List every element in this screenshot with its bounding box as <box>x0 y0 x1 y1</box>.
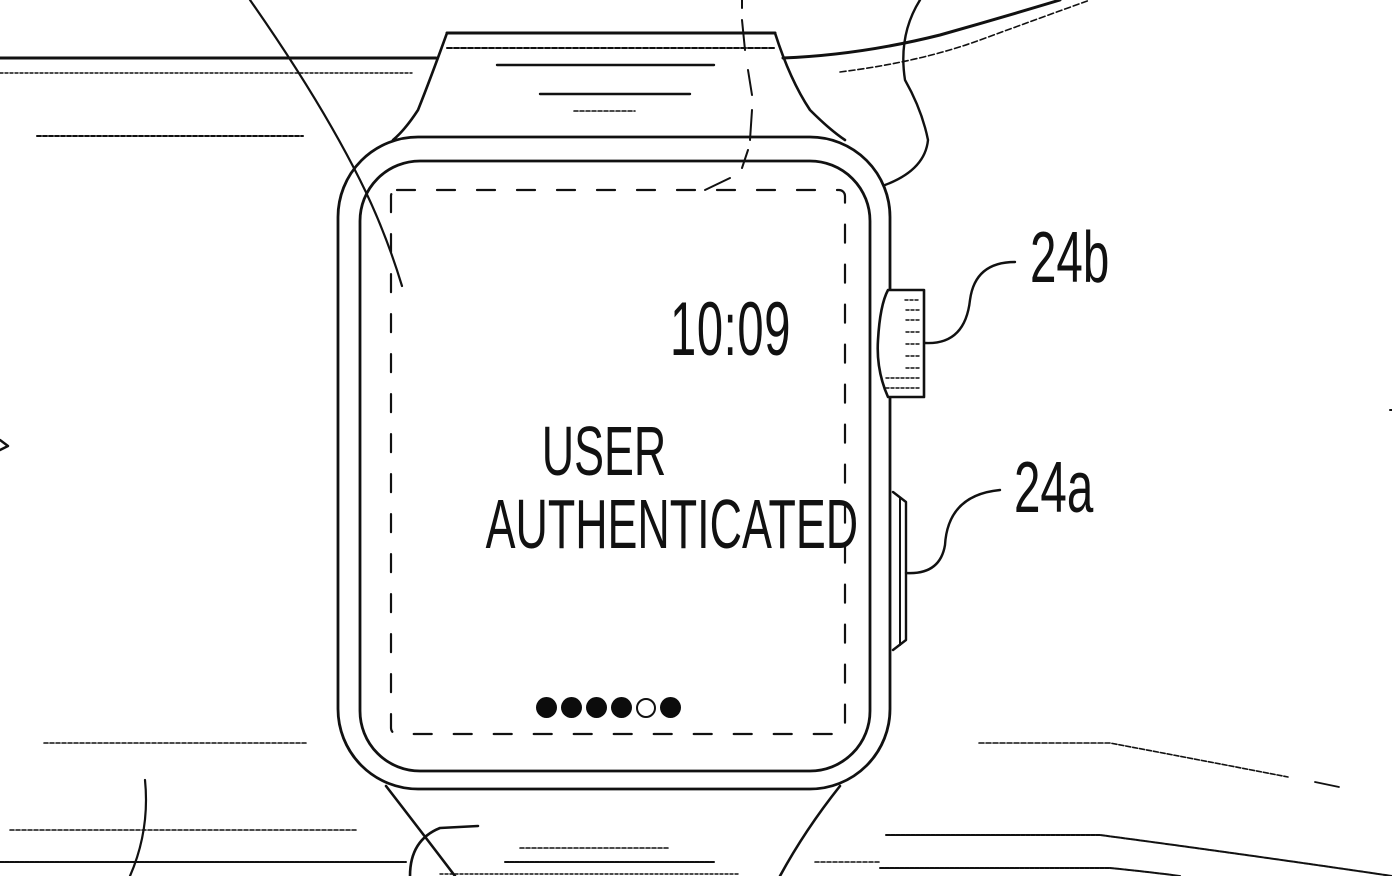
display-boundary <box>389 188 847 736</box>
page-dot-4 <box>611 697 632 718</box>
page-dot-3 <box>586 697 607 718</box>
auth-status-message: USER AUTHENTICATED <box>419 412 859 563</box>
leader-24b <box>923 260 1017 345</box>
page-indicator <box>536 697 681 718</box>
leader-24a <box>904 488 1002 575</box>
page-dot-6 <box>660 697 681 718</box>
crown <box>876 288 926 399</box>
lower-band <box>384 784 842 876</box>
reference-numeral-crown: 24b <box>1030 218 1110 298</box>
auth-message-line-2: AUTHENTICATED <box>485 485 859 563</box>
upper-band <box>391 31 847 142</box>
auth-message-line-1: USER <box>541 412 667 490</box>
leader-lines <box>904 260 1017 575</box>
page-dot-1 <box>536 697 557 718</box>
watch-time: 10:09 <box>670 287 792 372</box>
page-dot-2 <box>561 697 582 718</box>
watch-case <box>336 135 892 791</box>
reference-numeral-side-button: 24a <box>1014 448 1094 528</box>
side-button <box>891 490 908 652</box>
page-dot-5-current <box>636 697 656 718</box>
